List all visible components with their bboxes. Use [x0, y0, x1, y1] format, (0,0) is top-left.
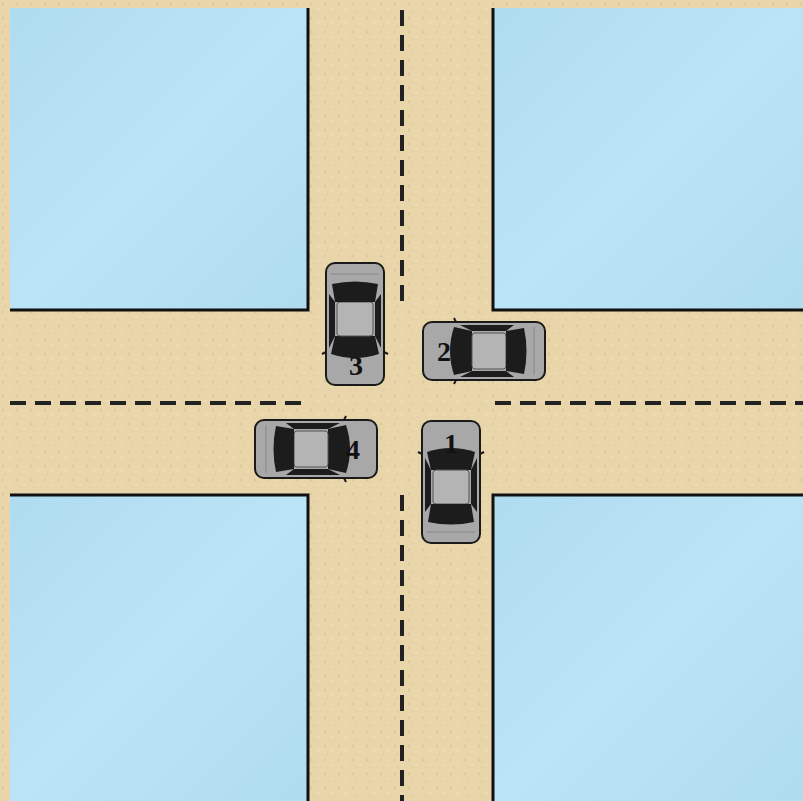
city-blocks [10, 8, 803, 801]
car-number: 1 [444, 430, 458, 458]
lane-dashes [10, 10, 803, 801]
curb-lines [10, 8, 803, 801]
city-block [10, 495, 308, 801]
city-block [493, 495, 803, 801]
city-block [493, 8, 803, 310]
car-number: 3 [349, 352, 363, 380]
car-number: 2 [437, 338, 451, 366]
car [322, 263, 388, 385]
car [255, 416, 377, 482]
car-number: 4 [346, 436, 360, 464]
car [423, 318, 545, 384]
city-block [10, 8, 308, 310]
car [418, 421, 484, 543]
